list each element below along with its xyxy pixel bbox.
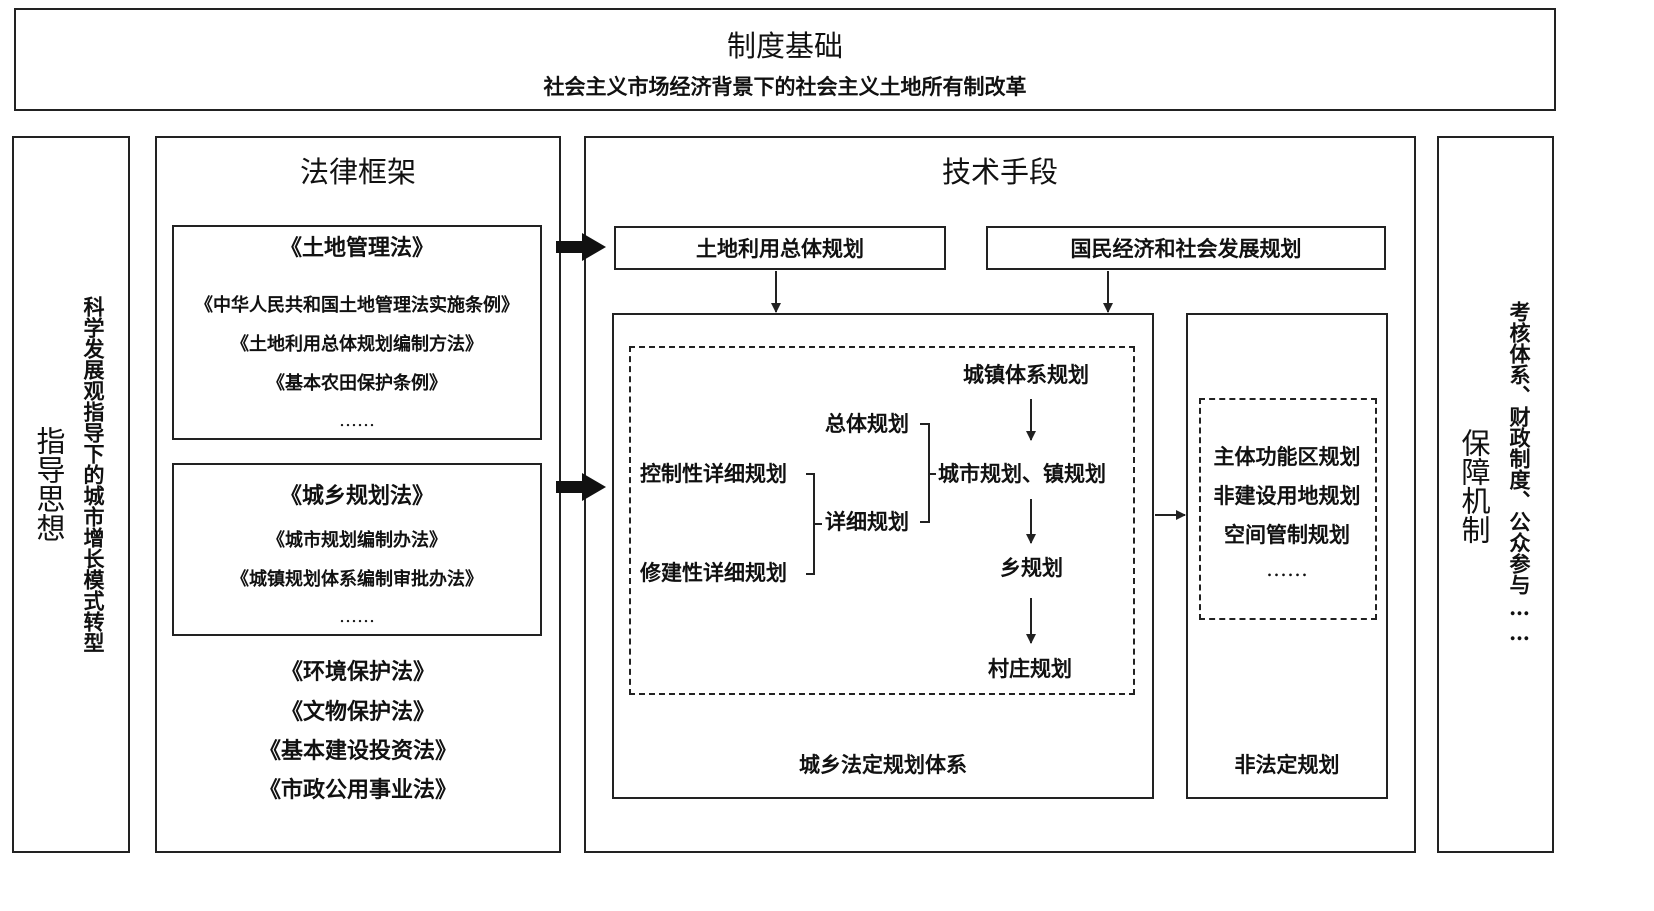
land-law-item: 《中华人民共和国土地管理法实施条例》 xyxy=(195,295,519,316)
statutory-plan-box: 城乡法定规划体系 xyxy=(612,313,1154,799)
guidance-box: 指导思想 科学发展观指导下的城市增长模式转型 xyxy=(12,136,130,853)
non-statutory-item: 主体功能区规划 xyxy=(1213,444,1361,469)
constructive-detailed-plan: 修建性详细规划 xyxy=(640,560,787,585)
city-town-plan: 城市规划、镇规划 xyxy=(938,461,1106,486)
guarantee-title: 保障机制 xyxy=(1457,428,1491,544)
other-law: 《环境保护法》 xyxy=(280,659,435,685)
guidance-body: 科学发展观指导下的城市增长模式转型 xyxy=(81,296,106,653)
technical-means-title: 技术手段 xyxy=(941,155,1058,189)
land-use-plan-box: 土地利用总体规划 xyxy=(614,226,946,270)
other-law: 《市政公用事业法》 xyxy=(258,777,457,803)
urban-law-box: 《城乡规划法》 《城市规划编制办法》 《城镇规划体系编制审批办法》 …… xyxy=(172,463,542,636)
land-use-plan-label: 土地利用总体规划 xyxy=(696,236,864,261)
statutory-dashed-group xyxy=(629,346,1135,695)
non-statutory-plan-caption: 非法定规划 xyxy=(1234,752,1340,777)
land-law-item: 《基本农田保护条例》 xyxy=(267,373,447,394)
regulatory-detailed-plan: 控制性详细规划 xyxy=(640,461,787,486)
guidance-title: 指导思想 xyxy=(32,426,66,542)
foundation-title: 制度基础 xyxy=(726,29,843,63)
statutory-plan-caption: 城乡法定规划体系 xyxy=(799,752,967,777)
urban-law-item: 《城镇规划体系编制审批办法》 xyxy=(231,569,483,590)
legal-framework-title: 法律框架 xyxy=(299,155,416,189)
urban-law-title: 《城乡规划法》 xyxy=(279,483,434,509)
urban-law-ellipsis: …… xyxy=(339,606,375,627)
township-plan: 乡规划 xyxy=(1000,555,1063,580)
land-law-title: 《土地管理法》 xyxy=(279,235,434,261)
land-law-ellipsis: …… xyxy=(339,410,375,431)
economic-plan-box: 国民经济和社会发展规划 xyxy=(986,226,1386,270)
guarantee-box: 保障机制 考核体系、财政制度、公众参与…… xyxy=(1437,136,1554,853)
non-statutory-dashed-group xyxy=(1199,398,1377,620)
urban-law-item: 《城市规划编制办法》 xyxy=(267,530,447,551)
detailed-plan: 详细规划 xyxy=(825,509,909,534)
non-statutory-item: 空间管制规划 xyxy=(1224,522,1350,547)
village-plan: 村庄规划 xyxy=(988,656,1072,681)
non-statutory-ellipsis: …… xyxy=(1266,557,1308,581)
economic-plan-label: 国民经济和社会发展规划 xyxy=(1070,236,1302,261)
land-law-item: 《土地利用总体规划编制方法》 xyxy=(231,334,483,355)
non-statutory-plan-box: 非法定规划 xyxy=(1186,313,1388,799)
land-law-box: 《土地管理法》 《中华人民共和国土地管理法实施条例》 《土地利用总体规划编制方法… xyxy=(172,225,542,440)
foundation-box: 制度基础 社会主义市场经济背景下的社会主义土地所有制改革 xyxy=(14,8,1556,111)
overall-plan: 总体规划 xyxy=(825,411,909,436)
other-law: 《基本建设投资法》 xyxy=(258,738,457,764)
other-law: 《文物保护法》 xyxy=(280,699,435,725)
town-system-plan: 城镇体系规划 xyxy=(963,362,1089,387)
foundation-subtitle: 社会主义市场经济背景下的社会主义土地所有制改革 xyxy=(543,74,1027,99)
guarantee-body: 考核体系、财政制度、公众参与…… xyxy=(1507,301,1532,645)
non-statutory-item: 非建设用地规划 xyxy=(1213,483,1361,508)
